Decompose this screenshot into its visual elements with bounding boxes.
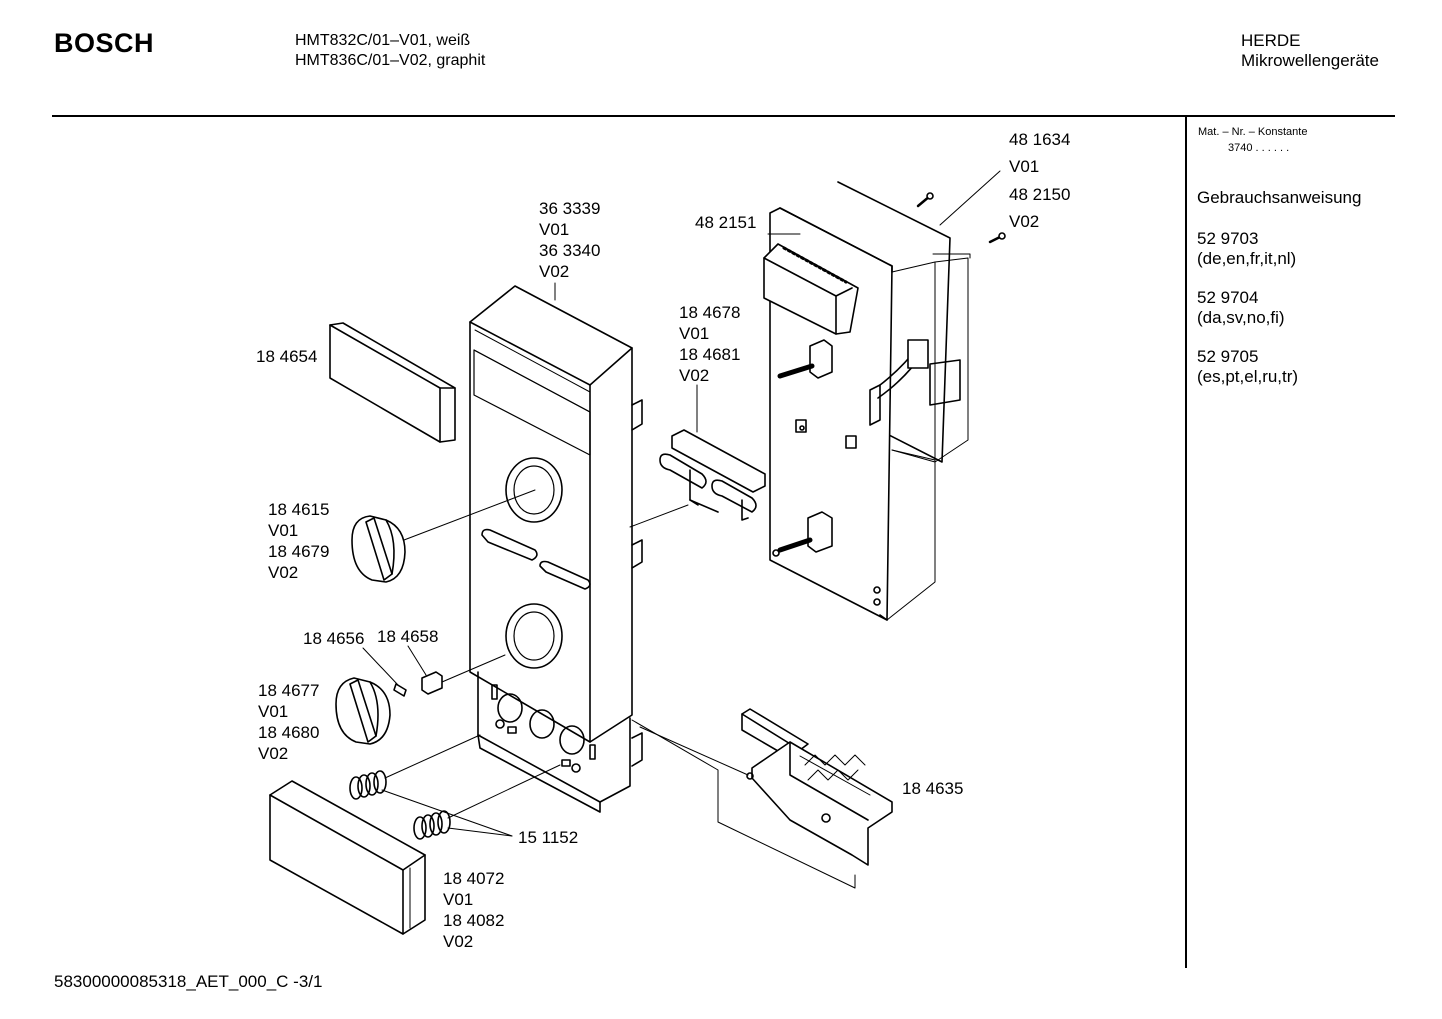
manual-languages-2: (da,sv,no,fi) (1197, 308, 1285, 327)
document-id: 58300000085318_AET_000_C -3/1 (54, 972, 323, 991)
latch (741, 708, 893, 866)
front-panel-variant-2: V02 (539, 262, 570, 281)
spring-part: 15 1152 (518, 828, 579, 847)
latch-part: 18 4635 (902, 779, 964, 798)
front-panel (469, 285, 643, 813)
button-bar (659, 384, 766, 521)
subcategory: Mikrowellengeräte (1241, 51, 1379, 70)
lower-knob-hole (505, 603, 563, 669)
model-line-1: HMT832C/01–V01, weiß (295, 32, 471, 49)
knob-upper-part-2: 18 4679 (268, 542, 330, 561)
display-module-part: 48 2151 (695, 213, 757, 232)
knob-lower-part-2: 18 4680 (258, 723, 320, 742)
springs (349, 734, 561, 840)
button-bar-part-2: 18 4681 (679, 345, 741, 364)
sidebar-divider (1185, 116, 1187, 968)
knob-lower-variant-1: V01 (258, 702, 289, 721)
model-line-2: HMT836C/01–V02, graphit (295, 52, 486, 69)
knob-upper-part-1: 18 4615 (268, 500, 330, 519)
clip-part: 18 4658 (377, 627, 439, 646)
knob-lower-variant-2: V02 (258, 744, 289, 763)
control-board (763, 170, 1006, 621)
slot-right (539, 560, 591, 590)
category: HERDE (1241, 31, 1301, 50)
small-spring (393, 683, 407, 697)
brand-logo: BOSCH (54, 28, 155, 58)
clip (421, 671, 443, 695)
door-button-variant-2: V02 (443, 932, 474, 951)
window-insert (329, 322, 456, 443)
board-variant-2: V02 (1009, 212, 1040, 231)
knob-upper-variant-2: V02 (268, 563, 299, 582)
door-button-part-1: 18 4072 (443, 869, 505, 888)
knob-lower (335, 677, 391, 745)
door-button-variant-1: V01 (443, 890, 474, 909)
button-bar-variant-1: V01 (679, 324, 710, 343)
front-panel-part-1: 36 3339 (539, 199, 601, 218)
board-part-2: 48 2150 (1009, 185, 1071, 204)
front-panel-variant-1: V01 (539, 220, 570, 239)
board-part-1: 48 1634 (1009, 130, 1071, 149)
small-spring-part: 18 4656 (303, 629, 365, 648)
slot-left (481, 528, 538, 561)
mat-label: Mat. – Nr. – Konstante (1198, 126, 1308, 138)
knob-upper (351, 489, 536, 583)
manual-languages-1: (de,en,fr,it,nl) (1197, 249, 1297, 268)
button-bar-part-1: 18 4678 (679, 303, 741, 322)
manual-number-3: 52 9705 (1197, 347, 1259, 366)
board-variant-1: V01 (1009, 157, 1040, 176)
upper-knob-hole (505, 457, 563, 523)
header-divider (52, 115, 1395, 117)
window-part: 18 4654 (256, 347, 318, 366)
mat-value: 3740 . . . . . . (1228, 142, 1290, 154)
door-button (269, 780, 426, 935)
manual-heading: Gebrauchsanweisung (1197, 188, 1362, 207)
manual-number-1: 52 9703 (1197, 229, 1259, 248)
front-panel-part-2: 36 3340 (539, 241, 601, 260)
knob-upper-variant-1: V01 (268, 521, 299, 540)
manual-languages-3: (es,pt,el,ru,tr) (1197, 367, 1299, 386)
manual-number-2: 52 9704 (1197, 288, 1259, 307)
door-button-part-2: 18 4082 (443, 911, 505, 930)
leader-lines (554, 233, 971, 889)
knob-lower-part-1: 18 4677 (258, 681, 320, 700)
button-bar-variant-2: V02 (679, 366, 710, 385)
